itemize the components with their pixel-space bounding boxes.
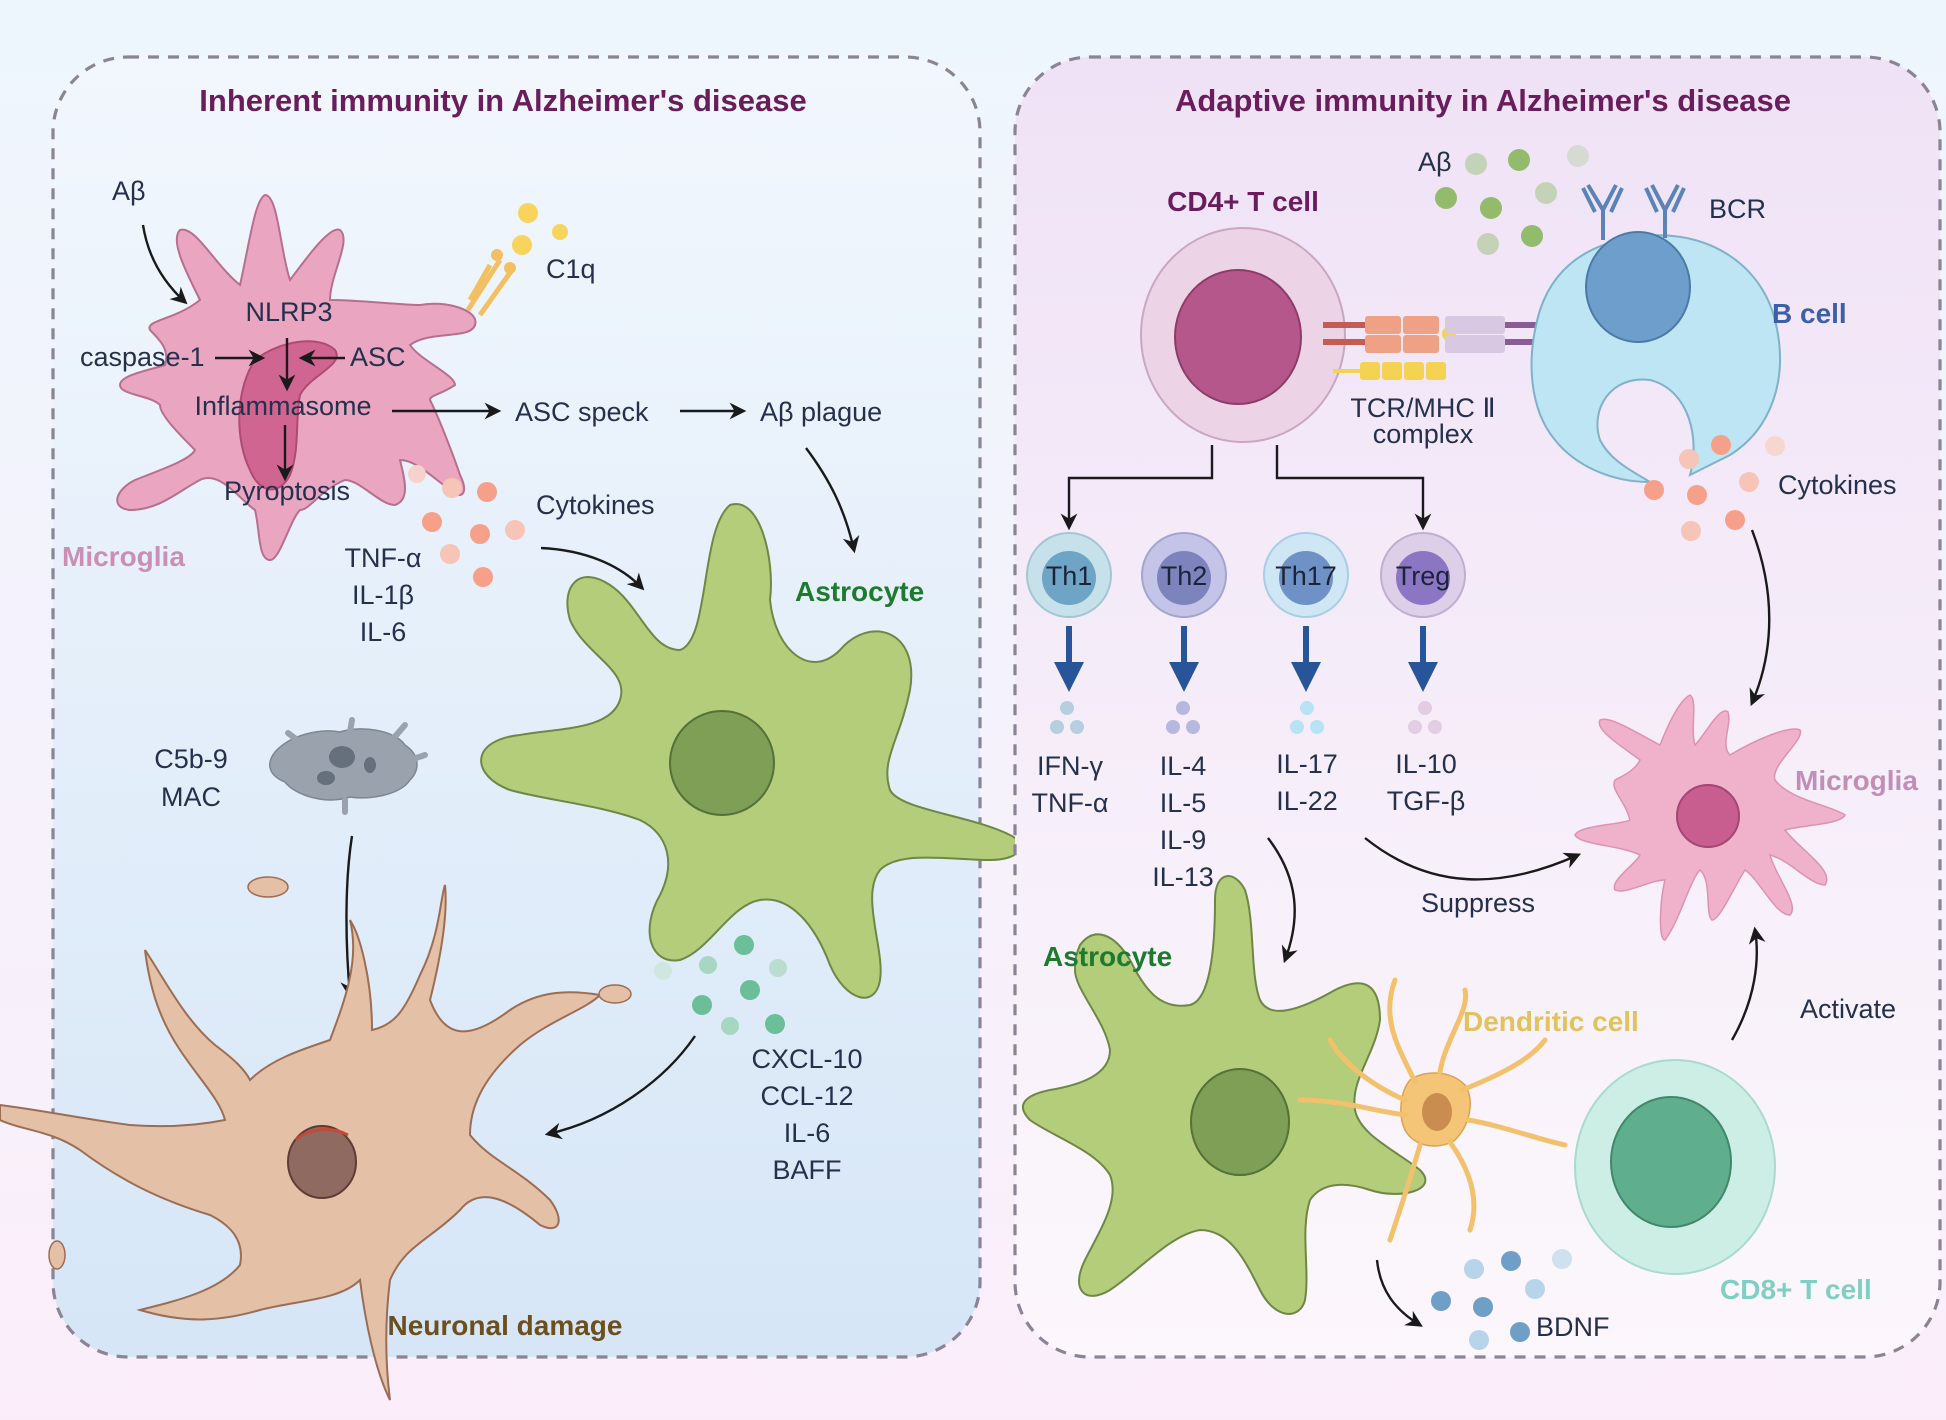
- inherent-immunity-panel: Inherent immunity in Alzheimer's disease…: [0, 55, 1022, 1401]
- tcr-label-line1: TCR/MHC Ⅱ: [1350, 393, 1495, 423]
- abeta-plague-label: Aβ plague: [760, 397, 882, 427]
- treg-cell: Treg: [1380, 532, 1466, 618]
- neuron-cell: [0, 876, 632, 1401]
- th-subset-label: Th17: [1275, 561, 1337, 591]
- abeta-arrow: [141, 224, 188, 305]
- cd4-t-cell: [1140, 227, 1346, 443]
- cd4-to-th1-arrow: [1060, 445, 1214, 531]
- bcell-label: B cell: [1772, 298, 1847, 329]
- astrocyte-label-right: Astrocyte: [1043, 941, 1172, 972]
- th17-cytokine: IL-17: [1276, 749, 1338, 779]
- astrocyte-cell-right: [1022, 875, 1427, 1315]
- cytokines-to-astrocyte-arrow: [540, 546, 645, 591]
- th2-cytokine: IL-4: [1160, 751, 1207, 781]
- th17-cell: Th17: [1263, 532, 1349, 618]
- activate-label: Activate: [1800, 994, 1896, 1024]
- chemokine-item: IL-6: [784, 1118, 831, 1148]
- tcr-label-line2: complex: [1373, 419, 1474, 449]
- chemokine-item: BAFF: [772, 1155, 841, 1185]
- inflammasome-label: Inflammasome: [194, 391, 371, 421]
- treg-cytokine: IL-10: [1395, 749, 1457, 779]
- left-panel-title: Inherent immunity in Alzheimer's disease: [199, 83, 806, 118]
- mac-complex: [269, 717, 428, 815]
- th1-cytokine: TNF-α: [1031, 788, 1108, 818]
- th2-cytokine: IL-5: [1160, 788, 1207, 818]
- cytokine-item: IL-1β: [352, 580, 414, 610]
- chemokine-item: CXCL-10: [751, 1044, 862, 1074]
- suppress-arrow: [1364, 837, 1582, 881]
- tcr-mhc-complex: [1323, 316, 1553, 380]
- th2-cytokine: IL-9: [1160, 825, 1207, 855]
- adaptive-immunity-panel: Adaptive immunity in Alzheimer's disease…: [1013, 55, 1942, 1359]
- microglia-label-left: Microglia: [62, 541, 185, 572]
- bcr-label: BCR: [1709, 194, 1766, 224]
- th17-cytokine: IL-22: [1276, 786, 1338, 816]
- th1-cell: Th1: [1026, 532, 1112, 618]
- dendritic-label: Dendritic cell: [1463, 1006, 1639, 1037]
- cd4-to-treg-arrow: [1275, 445, 1432, 531]
- suppress-label: Suppress: [1421, 888, 1535, 918]
- bdnf-dots: [1431, 1249, 1572, 1350]
- abeta-label-right: Aβ: [1418, 147, 1452, 177]
- cytokine-dots-right: [1644, 435, 1785, 541]
- mac-label-line2: MAC: [161, 782, 221, 812]
- th17-cytokine-dots: [1290, 701, 1324, 734]
- right-panel-border: [1013, 55, 1942, 1359]
- cytokine-item: IL-6: [360, 617, 407, 647]
- astrocyte-label-left: Astrocyte: [795, 576, 924, 607]
- c1q-molecule: [465, 203, 568, 317]
- th-subset-label: Treg: [1396, 561, 1451, 591]
- right-panel-title: Adaptive immunity in Alzheimer's disease: [1175, 83, 1791, 118]
- microglia-nucleus: [238, 340, 338, 491]
- th17-to-astrocyte-arrow: [1267, 837, 1298, 964]
- caspase1-label: caspase-1: [80, 342, 205, 372]
- cytokines-label-right: Cytokines: [1778, 470, 1897, 500]
- microglia-label-right: Microglia: [1795, 765, 1918, 796]
- treg-cytokine: TGF-β: [1387, 786, 1466, 816]
- th2-cytokine: IL-13: [1152, 862, 1214, 892]
- mac-to-neuron-arrow: [340, 835, 358, 999]
- asc-label: ASC: [350, 342, 406, 372]
- dendritic-cell: [1297, 977, 1568, 1243]
- th-subset-label: Th2: [1161, 561, 1208, 591]
- neuronal-damage-label: Neuronal damage: [388, 1310, 623, 1341]
- activate-arrow: [1730, 926, 1766, 1041]
- chemokines-to-neuron-arrow: [544, 1035, 696, 1140]
- astrocyte-nucleus-left: [669, 710, 775, 816]
- nlrp3-label: NLRP3: [245, 297, 332, 327]
- asc-speck-label: ASC speck: [515, 397, 649, 427]
- th1-cytokine: IFN-γ: [1037, 751, 1103, 781]
- astrocyte-to-bdnf-arrow: [1375, 1259, 1423, 1327]
- left-panel-border: [51, 55, 982, 1359]
- abeta-dots-right: [1435, 145, 1589, 255]
- th2-cytokine-dots: [1166, 701, 1200, 734]
- cytokine-item: TNF-α: [344, 543, 421, 573]
- microglia-cell-left: [116, 193, 477, 562]
- cd8-t-cell: [1574, 1059, 1776, 1275]
- pyroptosis-label: Pyroptosis: [224, 476, 350, 506]
- th1-cytokine-dots: [1050, 701, 1084, 734]
- mac-label-line1: C5b-9: [154, 744, 228, 774]
- plague-to-astrocyte-arrow: [805, 447, 860, 554]
- cytokine-dots-left: [408, 465, 525, 587]
- cytokines-to-microglia-arrow: [1749, 529, 1771, 707]
- cd8-label: CD8+ T cell: [1720, 1274, 1872, 1305]
- bdnf-label: BDNF: [1536, 1312, 1610, 1342]
- chemokine-dots-left: [654, 935, 787, 1035]
- abeta-label: Aβ: [112, 176, 146, 206]
- c1q-label: C1q: [546, 254, 596, 284]
- th-subset-label: Th1: [1046, 561, 1093, 591]
- treg-cytokine-dots: [1408, 701, 1442, 734]
- chemokine-item: CCL-12: [760, 1081, 853, 1111]
- astrocyte-cell-left: [480, 503, 1022, 999]
- cytokines-label-left: Cytokines: [536, 490, 655, 520]
- th2-cell: Th2: [1141, 532, 1227, 618]
- cd4-label: CD4+ T cell: [1167, 186, 1319, 217]
- b-cell: [1530, 183, 1781, 484]
- microglia-cell-right: [1574, 694, 1846, 941]
